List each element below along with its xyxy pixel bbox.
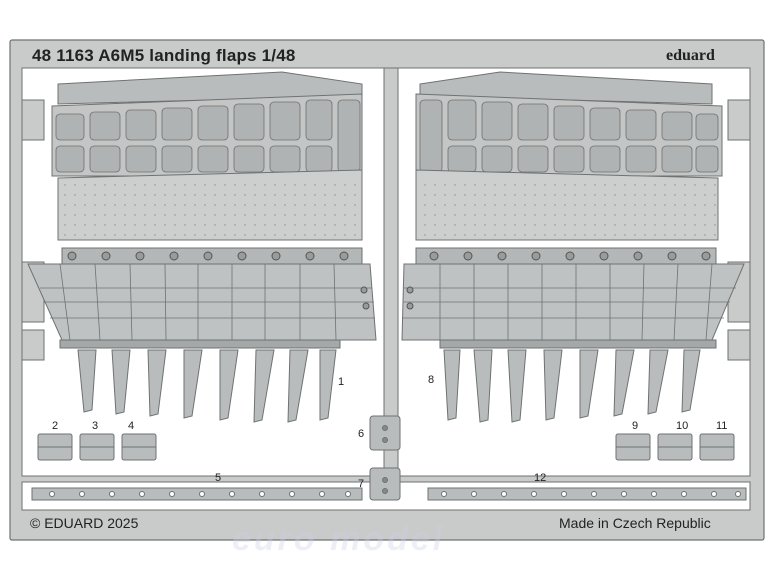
part-1-left-flap [27, 71, 377, 423]
part-12-strip [427, 487, 747, 501]
watermark-text: euro model [232, 520, 446, 558]
part-number-7: 7 [358, 478, 365, 490]
part-number-10: 10 [676, 420, 689, 432]
part-number-12: 12 [534, 472, 547, 484]
part-number-8: 8 [428, 374, 435, 386]
part-number-6: 6 [358, 428, 365, 440]
sheet-title: 48 1163 A6M5 landing flaps 1/48 [32, 46, 296, 65]
right-tab-c [727, 329, 751, 361]
brand-logo-text: eduard [666, 47, 715, 64]
parts-9-10-11 [615, 433, 735, 461]
parts-2-3-4 [37, 433, 157, 461]
center-spine [383, 67, 399, 477]
right-tab-a [727, 99, 751, 141]
parts-6-7 [369, 415, 401, 501]
left-tab-c [21, 329, 45, 361]
part-number-9: 9 [632, 420, 639, 432]
part-5-strip [31, 487, 363, 501]
part-8-right-flap [401, 71, 745, 423]
part-number-5: 5 [215, 472, 222, 484]
part-number-4: 4 [128, 420, 135, 432]
left-tab-a [21, 99, 45, 141]
part-number-1: 1 [338, 376, 345, 388]
part-number-11: 11 [716, 420, 728, 432]
made-in-text: Made in Czech Republic [559, 515, 711, 531]
part-number-3: 3 [92, 420, 99, 432]
copyright-text: © EDUARD 2025 [30, 515, 139, 531]
part-number-2: 2 [52, 420, 59, 432]
